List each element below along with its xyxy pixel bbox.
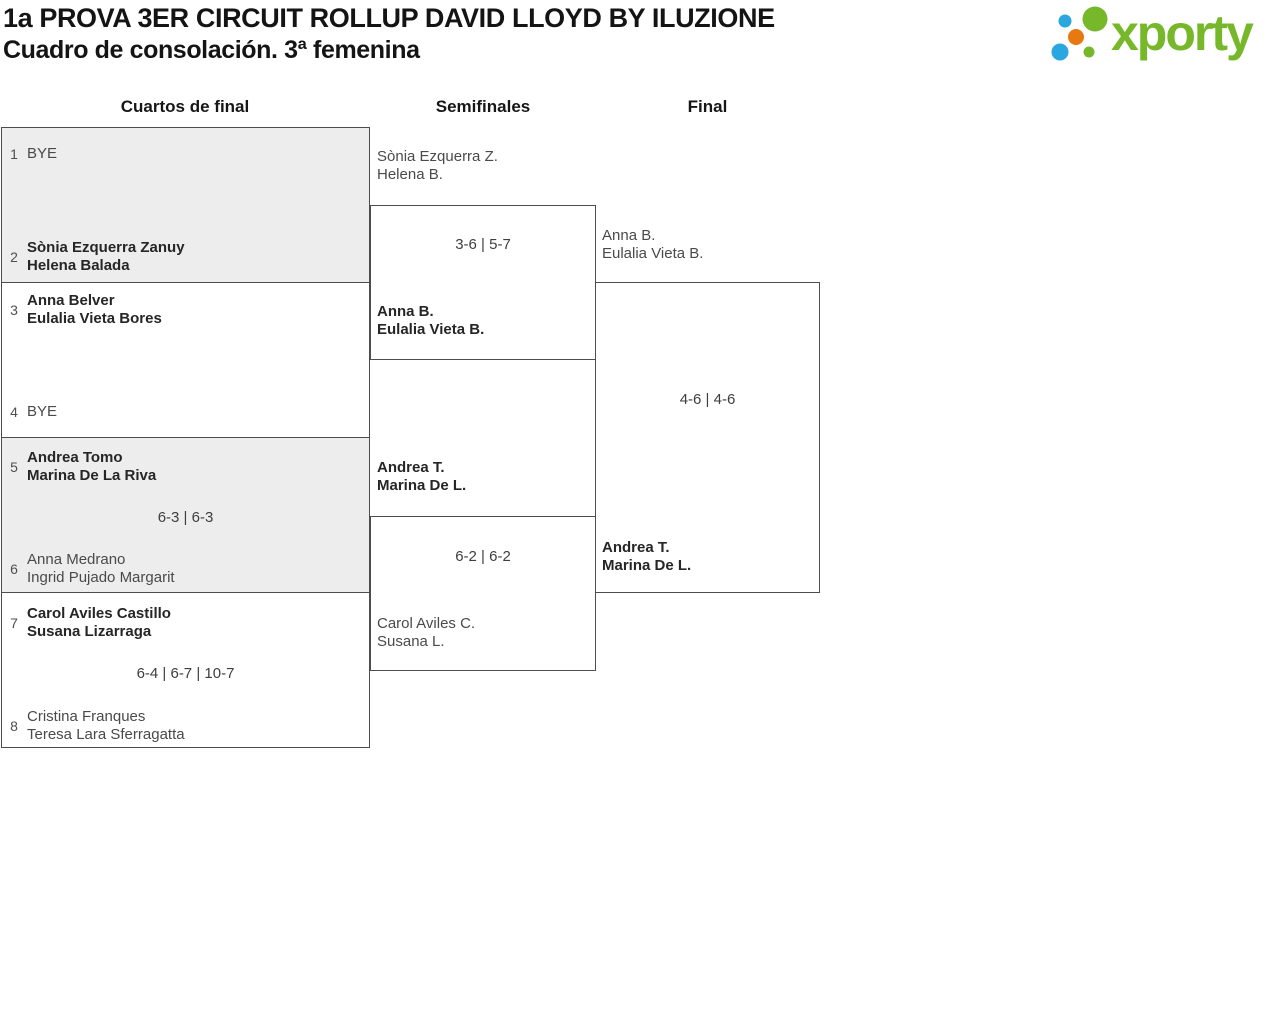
seed-number: 6 (10, 561, 18, 577)
sf-match-1-score: 3-6 | 5-7 (455, 236, 511, 253)
seed-number: 4 (10, 404, 18, 420)
sf2-team-bottom: Carol Aviles C.Susana L. (377, 615, 476, 650)
qf-match-4-box (1, 592, 370, 748)
page-header: 1a PROVA 3ER CIRCUIT ROLLUP DAVID LLOYD … (3, 1, 775, 66)
seed-number: 7 (10, 615, 18, 631)
final-team-bottom: Andrea T.Marina De L. (602, 539, 692, 574)
sf1-team-bottom: Anna B.Eulalia Vieta B. (377, 303, 485, 338)
team-name: BYE (27, 145, 58, 162)
seed-number: 2 (10, 249, 18, 265)
qf-match-4-score: 6-4 | 6-7 | 10-7 (136, 665, 235, 682)
page-title: 1a PROVA 3ER CIRCUIT ROLLUP DAVID LLOYD … (3, 3, 775, 33)
qf1-team-top: 1 BYE (8, 145, 57, 163)
team-name: BYE (27, 403, 58, 420)
round-header-cuartos-de-final: Cuartos de final (120, 97, 250, 116)
seed-number: 3 (10, 302, 18, 318)
round-header-semifinales: Semifinales (435, 97, 531, 116)
sf1-team-top: Sònia Ezquerra Z.Helena B. (377, 148, 498, 183)
final-team-top: Anna B.Eulalia Vieta B. (602, 227, 704, 262)
seed-number: 8 (10, 718, 18, 734)
seed-number: 1 (10, 146, 18, 162)
qf2-team-bottom: 4 BYE (8, 403, 57, 421)
sf2-team-top: Andrea T.Marina De L. (377, 459, 467, 494)
round-header-final: Final (687, 97, 728, 116)
final-match-box (595, 282, 820, 593)
sf-match-2-box (370, 516, 596, 671)
xporty-logo[interactable]: xporty (1046, 2, 1254, 64)
final-score: 4-6 | 4-6 (679, 391, 736, 408)
page-subtitle: Cuadro de consolación. 3ª femenina (3, 36, 420, 64)
qf-match-1-box (1, 127, 370, 283)
qf-match-2-box (1, 282, 370, 438)
sf-match-2-score: 6-2 | 6-2 (455, 548, 511, 565)
qf-match-3-score: 6-3 | 6-3 (157, 509, 214, 526)
sf-match-1-box (370, 205, 596, 360)
xporty-logo-text: xporty (1111, 5, 1254, 61)
seed-number: 5 (10, 459, 18, 475)
xporty-logo-dots-icon (1051, 6, 1108, 61)
